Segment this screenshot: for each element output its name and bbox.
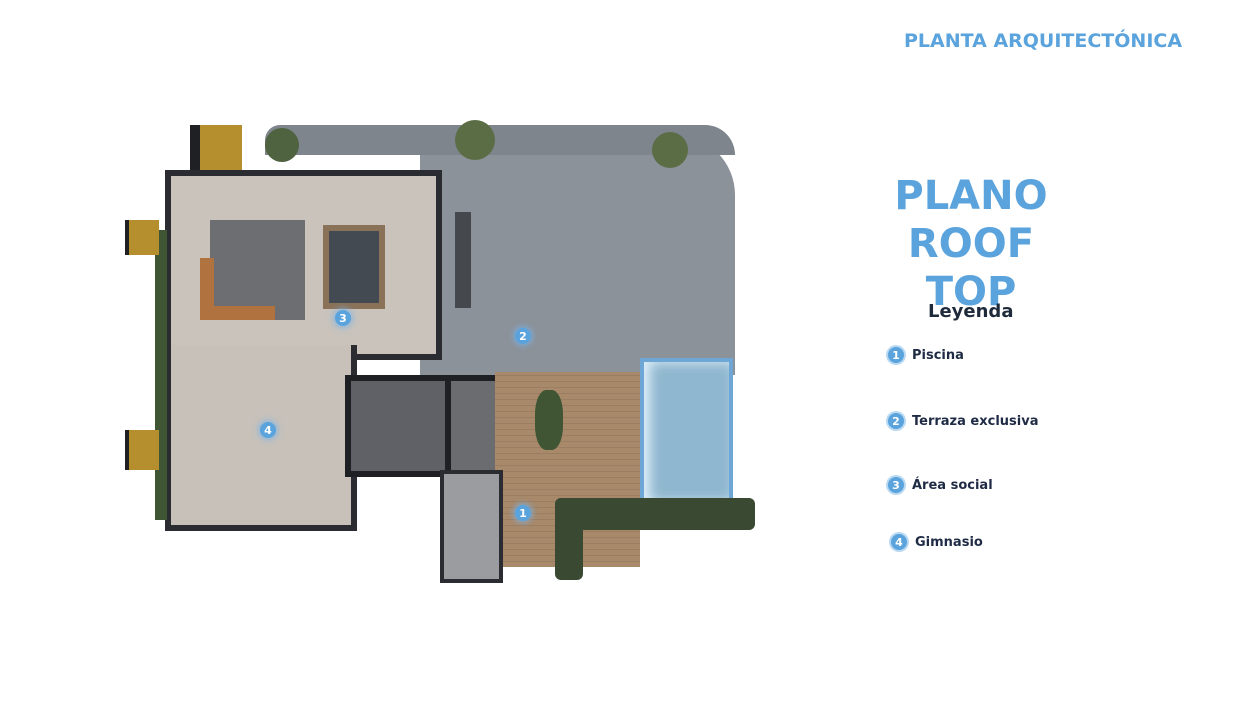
bar-counter <box>455 212 471 308</box>
legend-number-badge: 2 <box>888 413 904 429</box>
restrooms <box>440 470 503 583</box>
planter-hedge-horizontal <box>555 498 755 530</box>
yellow-balcony-top <box>190 125 242 170</box>
map-marker-1: 1 <box>515 505 531 521</box>
legend-number-badge: 4 <box>891 534 907 550</box>
lounge-rug <box>210 220 305 320</box>
tree <box>535 390 563 450</box>
tree <box>455 120 495 160</box>
planter-hedge-vertical <box>555 498 583 580</box>
gym-floor <box>165 345 357 531</box>
pool-table <box>323 225 385 309</box>
plan-title: PLANO ROOF TOP <box>860 172 1082 316</box>
legend-label: Gimnasio <box>915 534 983 550</box>
legend-label: Terraza exclusiva <box>912 413 1039 429</box>
planter-left-hedge <box>155 230 167 520</box>
tree <box>652 132 688 168</box>
plan-title-line2: ROOF TOP <box>907 221 1035 315</box>
plan-title-line1: PLANO <box>894 173 1048 219</box>
yellow-balcony-left-2 <box>125 430 159 470</box>
legend-item-area-social: 3 Área social <box>888 477 993 493</box>
legend-title: Leyenda <box>928 301 1014 322</box>
legend-number-badge: 3 <box>888 477 904 493</box>
page-header-title: PLANTA ARQUITECTÓNICA <box>904 30 1183 52</box>
legend-label: Área social <box>912 477 993 493</box>
legend-label: Piscina <box>912 347 964 363</box>
elevator-core <box>345 375 457 477</box>
tree <box>265 128 299 162</box>
map-marker-3: 3 <box>335 310 351 326</box>
map-marker-2: 2 <box>515 328 531 344</box>
terrace-floor <box>420 135 735 375</box>
yellow-balcony-left-1 <box>125 220 159 255</box>
legend-item-piscina: 1 Piscina <box>888 347 964 363</box>
legend-item-gimnasio: 4 Gimnasio <box>891 534 983 550</box>
legend-item-terraza-exclusiva: 2 Terraza exclusiva <box>888 413 1038 429</box>
floor-plan-drawing: 1 2 3 4 <box>125 120 755 583</box>
pool <box>640 358 733 506</box>
map-marker-4: 4 <box>260 422 276 438</box>
legend-number-badge: 1 <box>888 347 904 363</box>
sectional-sofa <box>200 258 275 320</box>
